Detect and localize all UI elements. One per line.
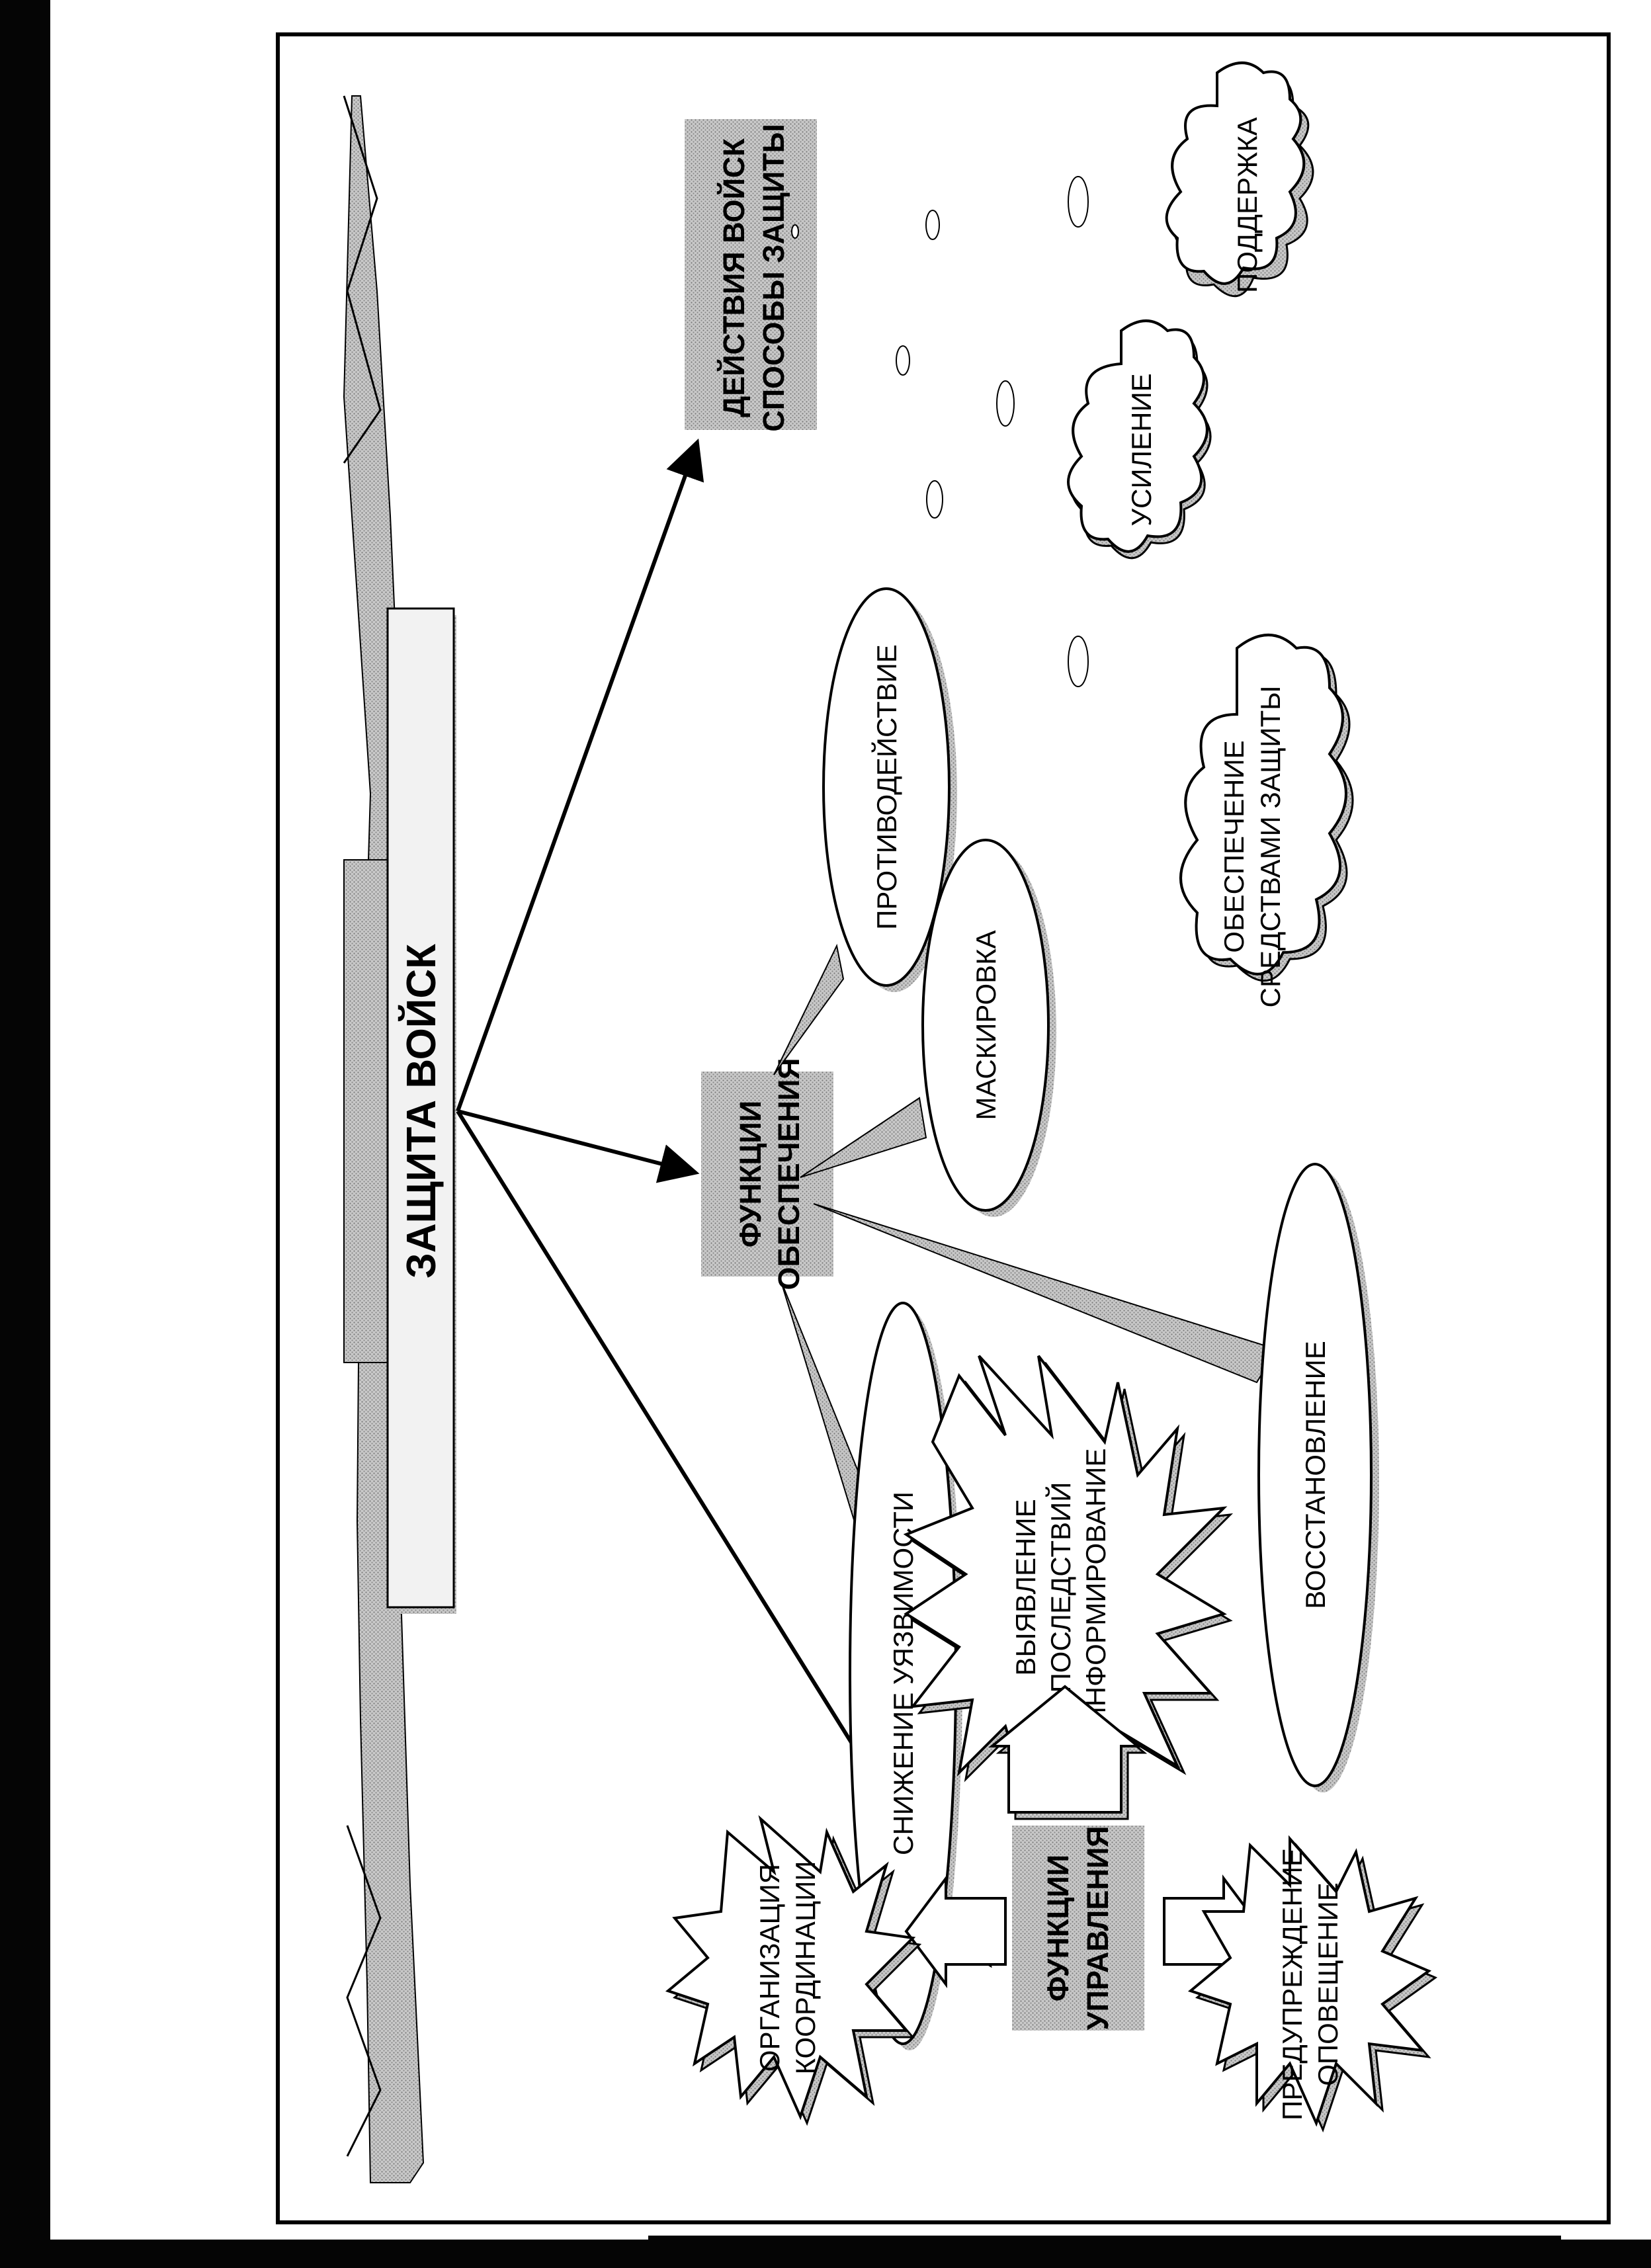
counteraction-label: ПРОТИВОДЕЙСТВИЕ xyxy=(870,644,902,930)
organization-starburst: ОРГАНИЗАЦИЯ КООРДИНАЦИИ xyxy=(665,1815,922,2126)
restoration-label: ВОССТАНОВЛЕНИЕ xyxy=(1300,1341,1331,1609)
warning-line1: ПРЕДУПРЕЖДЕНИЕ xyxy=(1277,1848,1308,2121)
warning-line2: ОПОВЕЩЕНИЕ xyxy=(1312,1882,1343,2085)
control-functions-line2: УПРАВЛЕНИЯ xyxy=(1081,1826,1115,2030)
actions-box: ДЕЙСТВИЯ ВОЙСК СПОСОБЫ ЗАЩИТЫ xyxy=(685,119,817,432)
organization-line1: ОРГАНИЗАЦИЯ xyxy=(754,1864,785,2072)
detection-line1: ВЫЯВЛЕНИЕ xyxy=(1010,1499,1041,1675)
scan-border-bottom-thick xyxy=(648,2236,1561,2268)
scan-border-left xyxy=(0,0,50,2268)
organization-line2: КООРДИНАЦИИ xyxy=(790,1861,821,2075)
title-text: ЗАЩИТА ВОЙСК xyxy=(398,944,444,1279)
support-cloud xyxy=(1165,62,1306,285)
control-block-arrows xyxy=(904,1685,1265,1988)
camouflage-balloon xyxy=(921,839,1050,1212)
arrow-to-actions xyxy=(456,439,704,1113)
detection-line3: ИНФОРМИРОВАНИЕ xyxy=(1080,1449,1111,1727)
title-banner: ЗАЩИТА ВОЙСК xyxy=(343,95,456,2183)
control-functions-box: ФУНКЦИИ УПРАВЛЕНИЯ xyxy=(1012,1826,1144,2031)
support-functions-line1: ФУНКЦИИ xyxy=(734,1101,767,1247)
actions-line2: СПОСОБЫ ЗАЩИТЫ xyxy=(757,124,790,432)
title-box xyxy=(386,607,455,1609)
reinforcement-label: УСИЛЕНИЕ xyxy=(1126,373,1157,526)
vulnerability-label: СНИЖЕНИЕ УЯЗВИМОСТИ xyxy=(888,1491,919,1855)
detection-line2: ПОСЛЕДСТВИЙ xyxy=(1044,1482,1076,1693)
support-functions-box: ФУНКЦИИ ОБЕСПЕЧЕНИЯ xyxy=(701,1058,833,1290)
detection-starburst: ВЫЯВЛЕНИЕ ПОСЛЕДСТВИЙ ИНФОРМИРОВАНИЕ xyxy=(903,1355,1234,1816)
diagram-frame xyxy=(276,32,1611,2224)
support-callouts: ПРОТИВОДЕЙСТВИЕ МАСКИРОВКА СНИЖЕНИЕ УЯЗВ… xyxy=(773,587,1379,2050)
reinforcement-cloud xyxy=(1067,319,1208,553)
support-label: ПОДДЕРЖКА xyxy=(1232,117,1263,293)
camouflage-label: МАСКИРОВКА xyxy=(970,930,1001,1120)
control-functions-line1: ФУНКЦИИ xyxy=(1041,1855,1075,2001)
provision-line1: ОБЕСПЕЧЕНИЕ xyxy=(1218,740,1249,952)
support-functions-line2: ОБЕСПЕЧЕНИЯ xyxy=(772,1058,806,1290)
actions-line1: ДЕЙСТВИЯ ВОЙСК xyxy=(717,138,751,417)
actions-clouds: ПОДДЕРЖКА УСИЛЕНИЕ ОБЕСПЕЧЕНИЕ СРЕДСТВАМ… xyxy=(791,62,1354,1008)
provision-line2: СРЕДСТВАМИ ЗАЩИТЫ xyxy=(1255,686,1286,1008)
warning-starburst: ПРЕДУПРЕЖДЕНИЕ ОПОВЕЩЕНИЕ xyxy=(1187,1835,1438,2133)
restoration-balloon xyxy=(1257,1163,1373,1787)
counteraction-balloon xyxy=(822,587,951,987)
provision-cloud xyxy=(1179,634,1347,976)
arrow-to-support xyxy=(457,1109,700,1183)
